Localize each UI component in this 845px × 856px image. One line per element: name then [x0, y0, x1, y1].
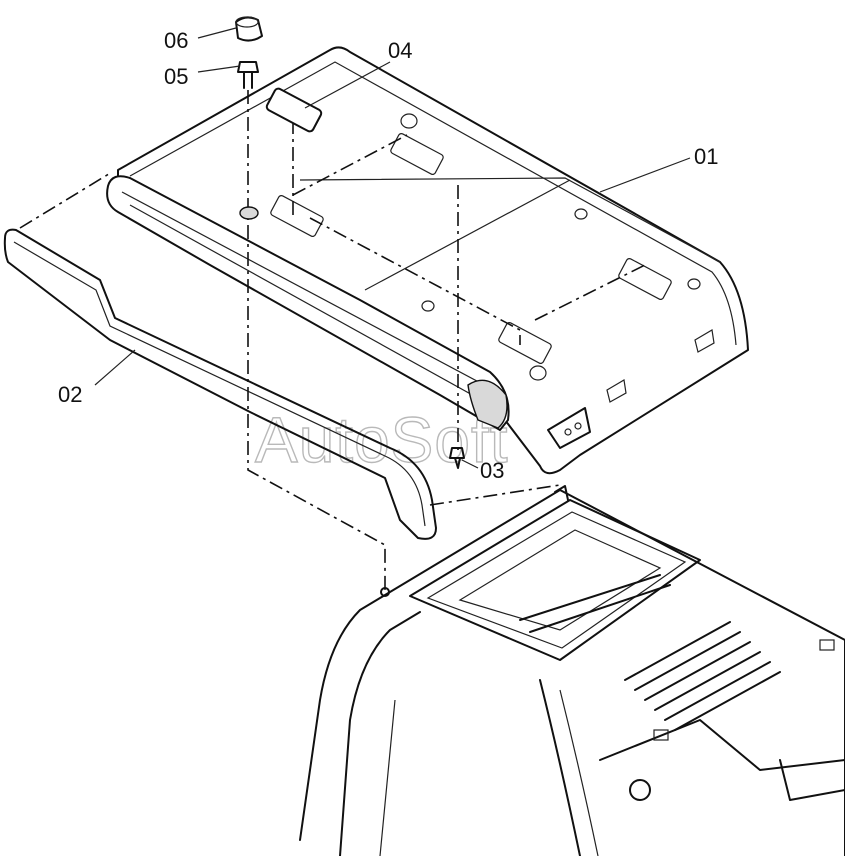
bolt: [237, 61, 259, 220]
label-05: 05: [164, 64, 188, 89]
cab-rear-tab: [554, 485, 569, 501]
label-01: 01: [694, 144, 718, 169]
leader-06: [197, 27, 237, 39]
panel-hole: [421, 300, 435, 312]
panel-hole: [529, 365, 547, 381]
cap: [235, 16, 263, 42]
leader-04: [304, 61, 391, 109]
panel-hole: [687, 278, 701, 290]
panel-hinge-hole: [574, 422, 582, 430]
panel-clip: [606, 379, 627, 403]
label-02: 02: [58, 382, 82, 407]
label-04: 04: [388, 38, 412, 63]
panel-hinge-bracket: [547, 407, 591, 449]
cab-latch: [819, 639, 835, 651]
cab-latch: [653, 729, 669, 741]
cab-roof-hatch: [409, 499, 701, 661]
watermark-text: AutoSoft: [255, 404, 509, 476]
assembly-lines: [19, 90, 646, 590]
cab-mirror-mount: [629, 779, 651, 801]
leader-01: [599, 157, 691, 193]
panel-slot: [498, 322, 552, 364]
panel-hole: [400, 113, 418, 129]
bolt-washer: [239, 206, 259, 220]
panel-slot: [618, 258, 672, 300]
leader-03: [461, 459, 479, 469]
panel-slot: [390, 133, 444, 175]
leader-lines: [94, 27, 691, 469]
panel-slot: [270, 195, 324, 237]
leader-02: [94, 349, 136, 386]
label-06: 06: [164, 28, 188, 53]
panel-clip: [694, 329, 715, 353]
cab-roof-vents: [624, 621, 781, 731]
label-03: 03: [480, 458, 504, 483]
leader-05: [197, 65, 241, 73]
panel-hole: [574, 208, 588, 220]
roof-front-lip: [106, 175, 510, 431]
cab-body: [299, 485, 845, 856]
panel-hinge-hole: [564, 428, 572, 436]
grommet: [265, 87, 323, 133]
clip: [449, 447, 465, 469]
